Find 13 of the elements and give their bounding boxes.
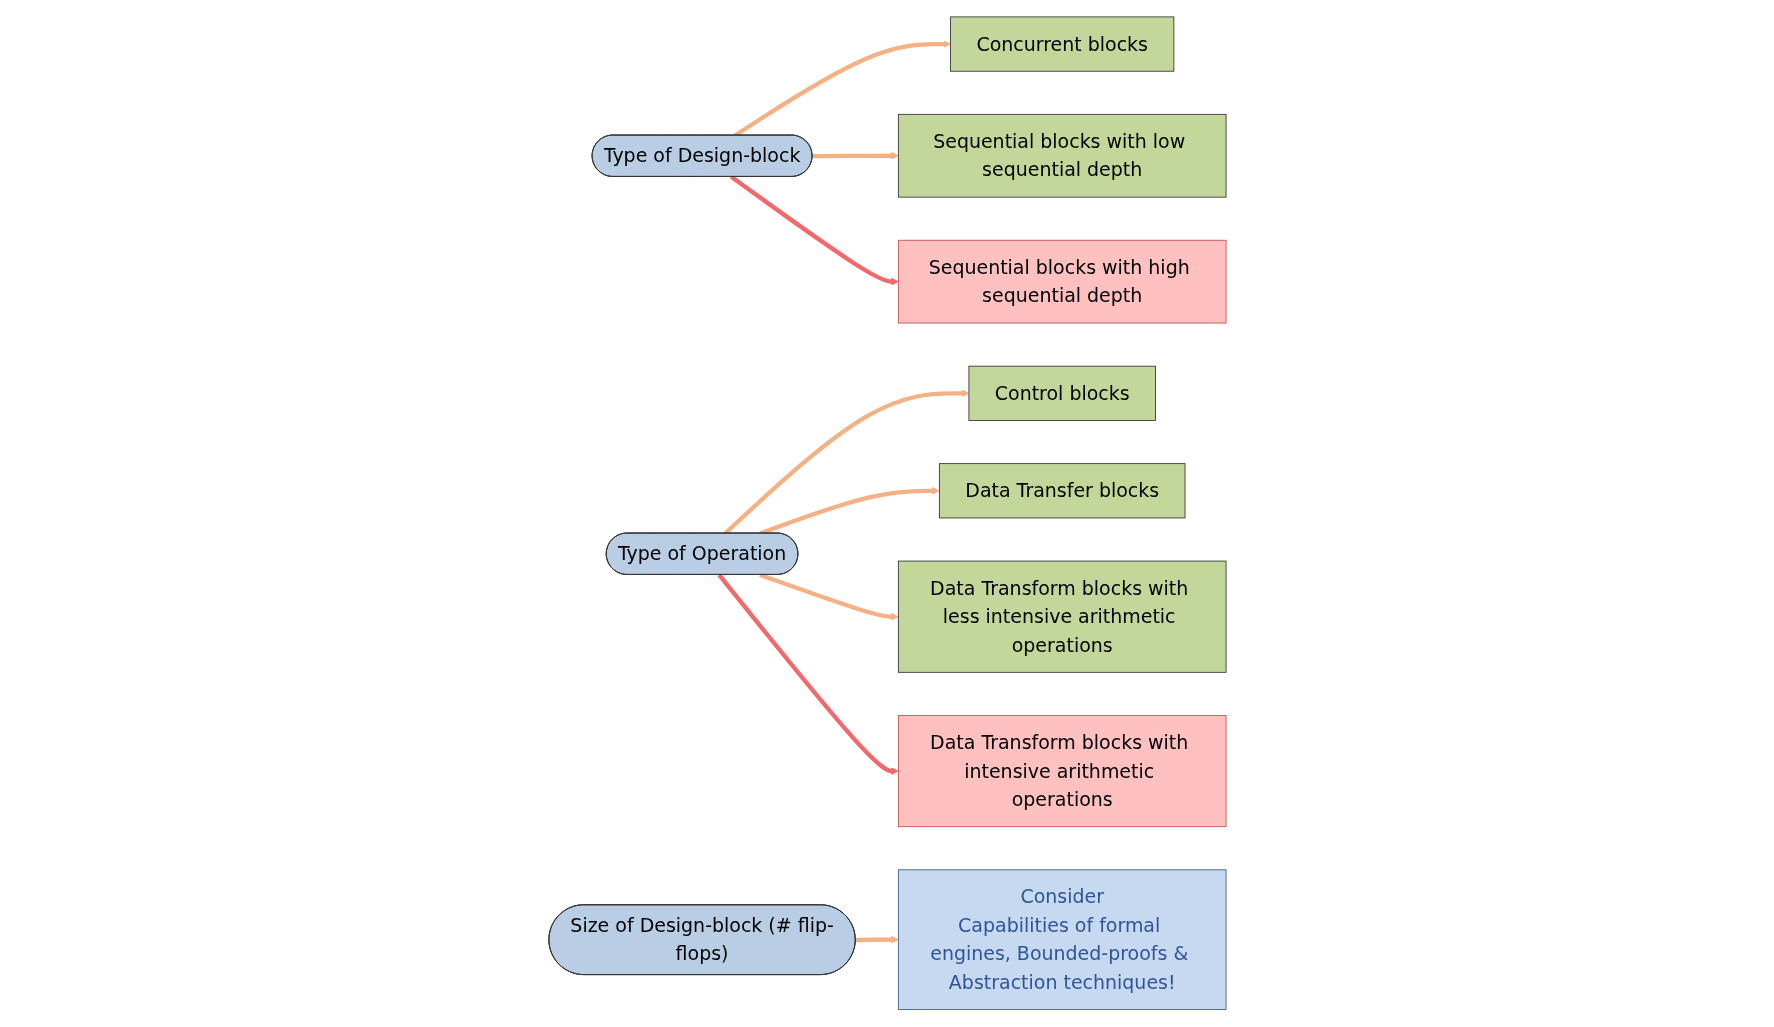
arrow	[758, 573, 899, 621]
node-box: Data Transform blocks with intensive arithmetic operations	[897, 715, 1226, 828]
arrow	[716, 573, 899, 776]
arrow	[729, 175, 899, 286]
arrow	[811, 152, 899, 160]
node-box: Sequential blocks with low sequential depth	[897, 114, 1226, 198]
node-box: Data Transform blocks with less intensive arithmetic operations	[897, 560, 1226, 674]
node-box: Concurrent blocks	[949, 16, 1174, 72]
node-box: Sequential blocks with high sequential depth	[897, 240, 1226, 324]
node-box: Control blocks	[968, 366, 1156, 422]
node-box: Data Transfer blocks	[938, 463, 1185, 519]
arrow	[855, 936, 899, 944]
node-box: Consider Capabilities of formal engines, Bounded-proofs & Abstraction techniques!	[897, 869, 1226, 1011]
